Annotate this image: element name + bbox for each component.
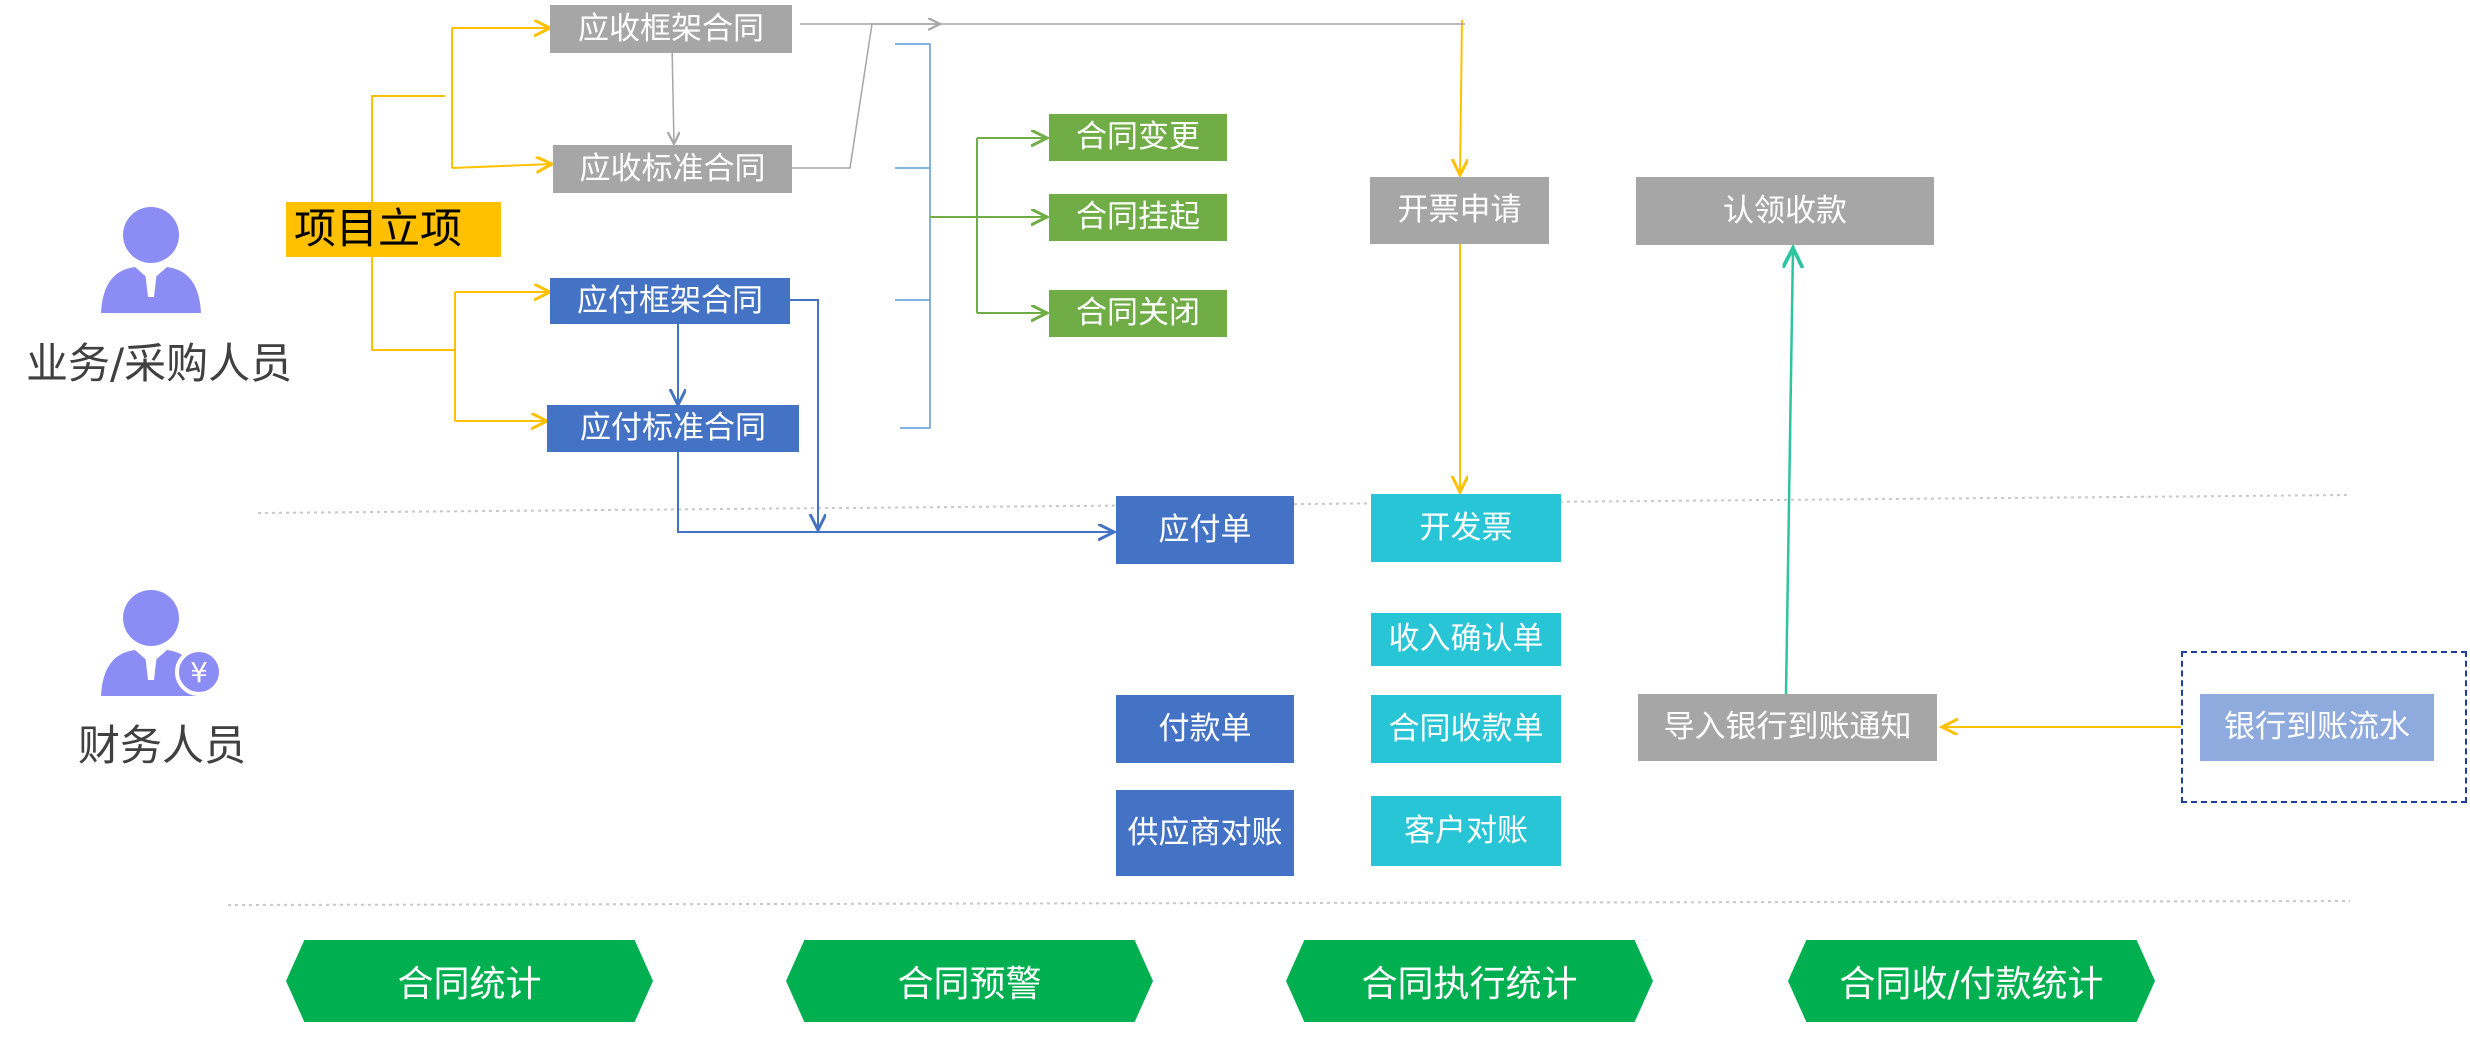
role-business: 业务/采购人员 [26, 339, 293, 388]
stat-warning[interactable]: 合同预警 [786, 940, 1153, 1022]
import-bank-notice[interactable]: 导入银行到账通知 [1638, 694, 1937, 761]
project-box[interactable]: 项目立项 [286, 202, 501, 257]
separator-top [257, 494, 2351, 514]
claim-receipt[interactable]: 认领收款 [1636, 177, 1934, 245]
payable-connectors [678, 299, 1114, 532]
stat-execution[interactable]: 合同执行统计 [1286, 940, 1653, 1022]
receivable-standard-contract[interactable]: 应收标准合同 [553, 145, 792, 193]
receivable-frame-contract[interactable]: 应收框架合同 [550, 5, 792, 53]
customer-reconciliation[interactable]: 客户对账 [1371, 796, 1561, 866]
action-branches [930, 138, 1047, 313]
role-finance: 财务人员 [78, 721, 247, 770]
issue-invoice[interactable]: 开发票 [1371, 494, 1561, 562]
project-branches [371, 19, 2181, 727]
payment-order[interactable]: 付款单 [1116, 695, 1294, 763]
bank-flow[interactable]: 银行到账流水 [2200, 694, 2434, 761]
separator-bottom [227, 900, 2351, 906]
payable-order[interactable]: 应付单 [1116, 496, 1294, 564]
contract-suspend[interactable]: 合同挂起 [1049, 194, 1227, 241]
payable-standard-contract[interactable]: 应付标准合同 [547, 405, 799, 452]
contract-close[interactable]: 合同关闭 [1049, 290, 1227, 337]
stat-payment[interactable]: 合同收/付款统计 [1788, 940, 2155, 1022]
income-confirm[interactable]: 收入确认单 [1371, 613, 1561, 666]
gray-connectors [672, 24, 1465, 169]
person-yuan-icon: ¥ [101, 590, 223, 696]
bank-flow-frame [2181, 651, 2467, 803]
claim-connector [1786, 248, 1793, 695]
contract-receipt[interactable]: 合同收款单 [1371, 695, 1561, 763]
stat-contract[interactable]: 合同统计 [286, 940, 653, 1022]
svg-text:¥: ¥ [190, 656, 208, 689]
invoice-apply[interactable]: 开票申请 [1370, 177, 1549, 244]
contract-change[interactable]: 合同变更 [1049, 114, 1227, 161]
action-bracket [895, 43, 931, 429]
supplier-reconciliation[interactable]: 供应商对账 [1116, 790, 1294, 876]
person-icon [101, 207, 201, 313]
payable-frame-contract[interactable]: 应付框架合同 [550, 278, 790, 324]
